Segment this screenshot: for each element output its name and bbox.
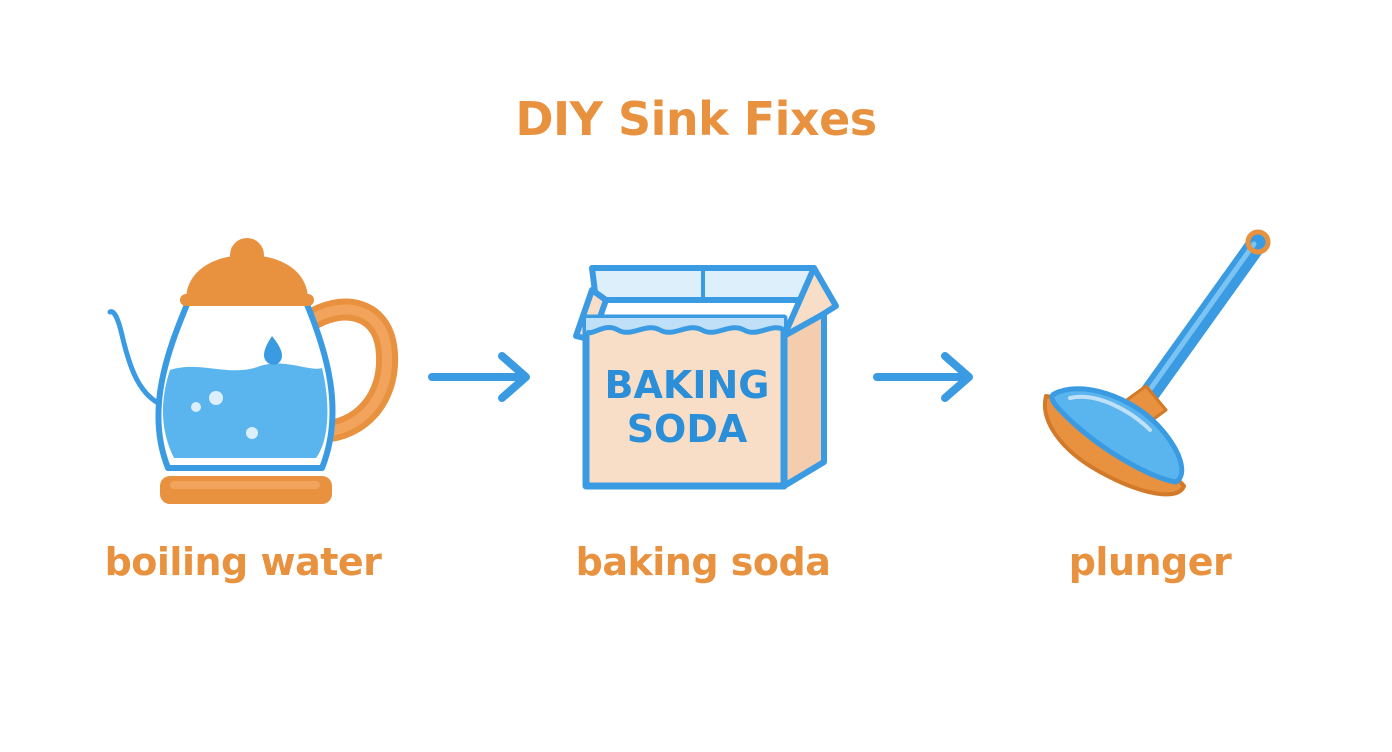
diagram-title: DIY Sink Fixes (515, 92, 877, 146)
baking-soda-box-icon: BAKING SODA (573, 265, 839, 490)
step-label-plunger: plunger (1068, 540, 1232, 584)
arrow-right-icon (873, 352, 973, 402)
step-label-baking-soda: baking soda (575, 540, 831, 584)
plunger-icon (1043, 229, 1271, 497)
arrow-right-icon (428, 352, 530, 402)
step-label-boiling-water: boiling water (104, 540, 382, 584)
kettle-icon (107, 238, 399, 504)
box-text-line-2: SODA (627, 407, 748, 451)
box-text-line-1: BAKING (605, 363, 770, 407)
